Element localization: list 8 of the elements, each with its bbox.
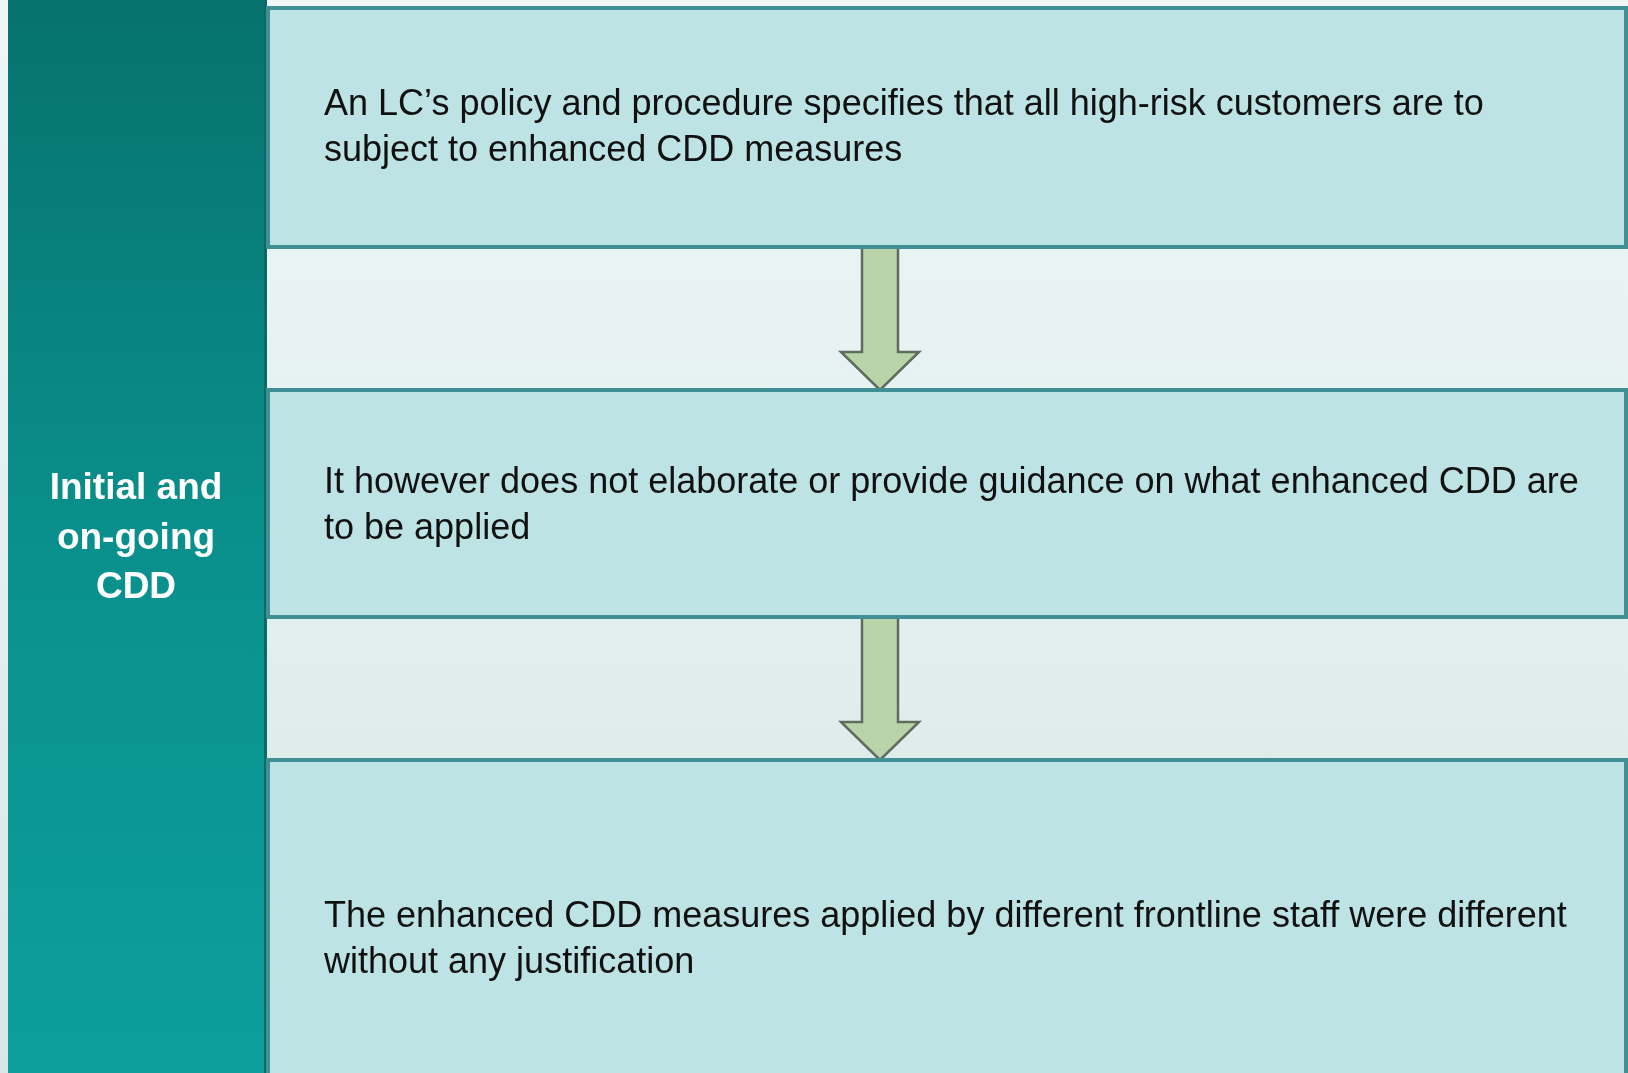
step-text: An LC’s policy and procedure specifies that all high-risk customers are to subject to enhanced CDD measures <box>323 81 1485 171</box>
process-box <box>266 388 1628 619</box>
process-box <box>266 6 1628 249</box>
category-label: Initial and on-going CDD <box>48 464 224 609</box>
category-bar <box>8 0 267 1073</box>
step-text: The enhanced CDD measures applied by different frontline staff were different without any justification <box>323 893 1568 983</box>
step-text: It however does not elaborate or provide guidance on what enhanced CDD are to be applied <box>323 459 1580 549</box>
process-box <box>266 758 1628 1073</box>
